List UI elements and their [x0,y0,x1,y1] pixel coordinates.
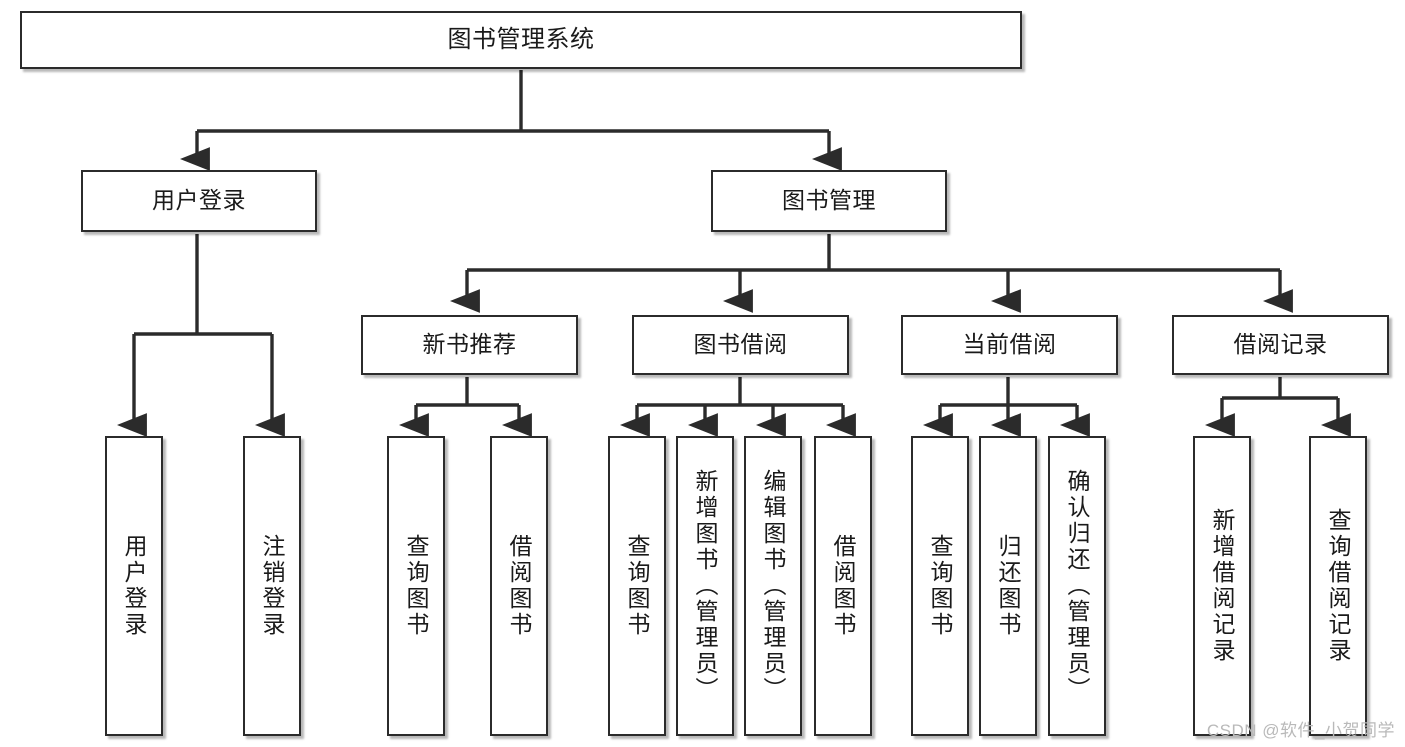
node-label: 查询借阅记录 [1325,508,1352,664]
node-book-management[interactable]: 图书管理 [711,170,947,232]
node-label: 归还图书 [995,534,1022,638]
node-leaf-query-borrowing-record[interactable]: 查询借阅记录 [1309,436,1367,736]
node-user-login[interactable]: 用户登录 [81,170,317,232]
node-label: 借阅记录 [1233,331,1328,358]
node-leaf-add-borrowing-record[interactable]: 新增借阅记录 [1193,436,1251,736]
node-current-borrowing[interactable]: 当前借阅 [901,315,1118,375]
node-label: 图书借阅 [693,331,788,358]
node-label: 图书管理 [782,187,876,214]
node-leaf-query-book-borrowing[interactable]: 查询图书 [608,436,666,736]
node-label: 编辑图书（管理员） [760,469,787,703]
node-label: 新增借阅记录 [1209,508,1236,664]
node-label: 注销登录 [259,534,286,638]
node-borrowing-record[interactable]: 借阅记录 [1172,315,1389,375]
node-label: 图书管理系统 [447,25,595,53]
node-book-borrowing[interactable]: 图书借阅 [632,315,849,375]
node-label: 查询图书 [624,534,651,638]
node-leaf-user-logout[interactable]: 注销登录 [243,436,301,736]
node-label: 借阅图书 [506,534,533,638]
node-leaf-user-login[interactable]: 用户登录 [105,436,163,736]
node-leaf-return-book[interactable]: 归还图书 [979,436,1037,736]
node-label: 用户登录 [152,187,246,214]
node-label: 新书推荐 [422,331,517,358]
csdn-watermark: CSDN @软件_小贺同学 [1206,721,1395,740]
node-label: 查询图书 [927,534,954,638]
node-label: 查询图书 [403,534,430,638]
node-leaf-borrow-book[interactable]: 借阅图书 [814,436,872,736]
node-label: 确认归还（管理员） [1064,469,1091,703]
node-label: 借阅图书 [830,534,857,638]
node-leaf-query-book-recommendation[interactable]: 查询图书 [387,436,445,736]
node-label: 新增图书（管理员） [692,469,719,703]
node-root-book-management-system[interactable]: 图书管理系统 [20,11,1022,69]
node-leaf-query-book-current[interactable]: 查询图书 [911,436,969,736]
node-label: 当前借阅 [962,331,1057,358]
node-label: 用户登录 [121,534,148,638]
node-leaf-borrow-book-recommendation[interactable]: 借阅图书 [490,436,548,736]
node-leaf-add-book-admin[interactable]: 新增图书（管理员） [676,436,734,736]
node-leaf-edit-book-admin[interactable]: 编辑图书（管理员） [744,436,802,736]
node-new-book-recommendation[interactable]: 新书推荐 [361,315,578,375]
node-leaf-confirm-return-admin[interactable]: 确认归还（管理员） [1048,436,1106,736]
